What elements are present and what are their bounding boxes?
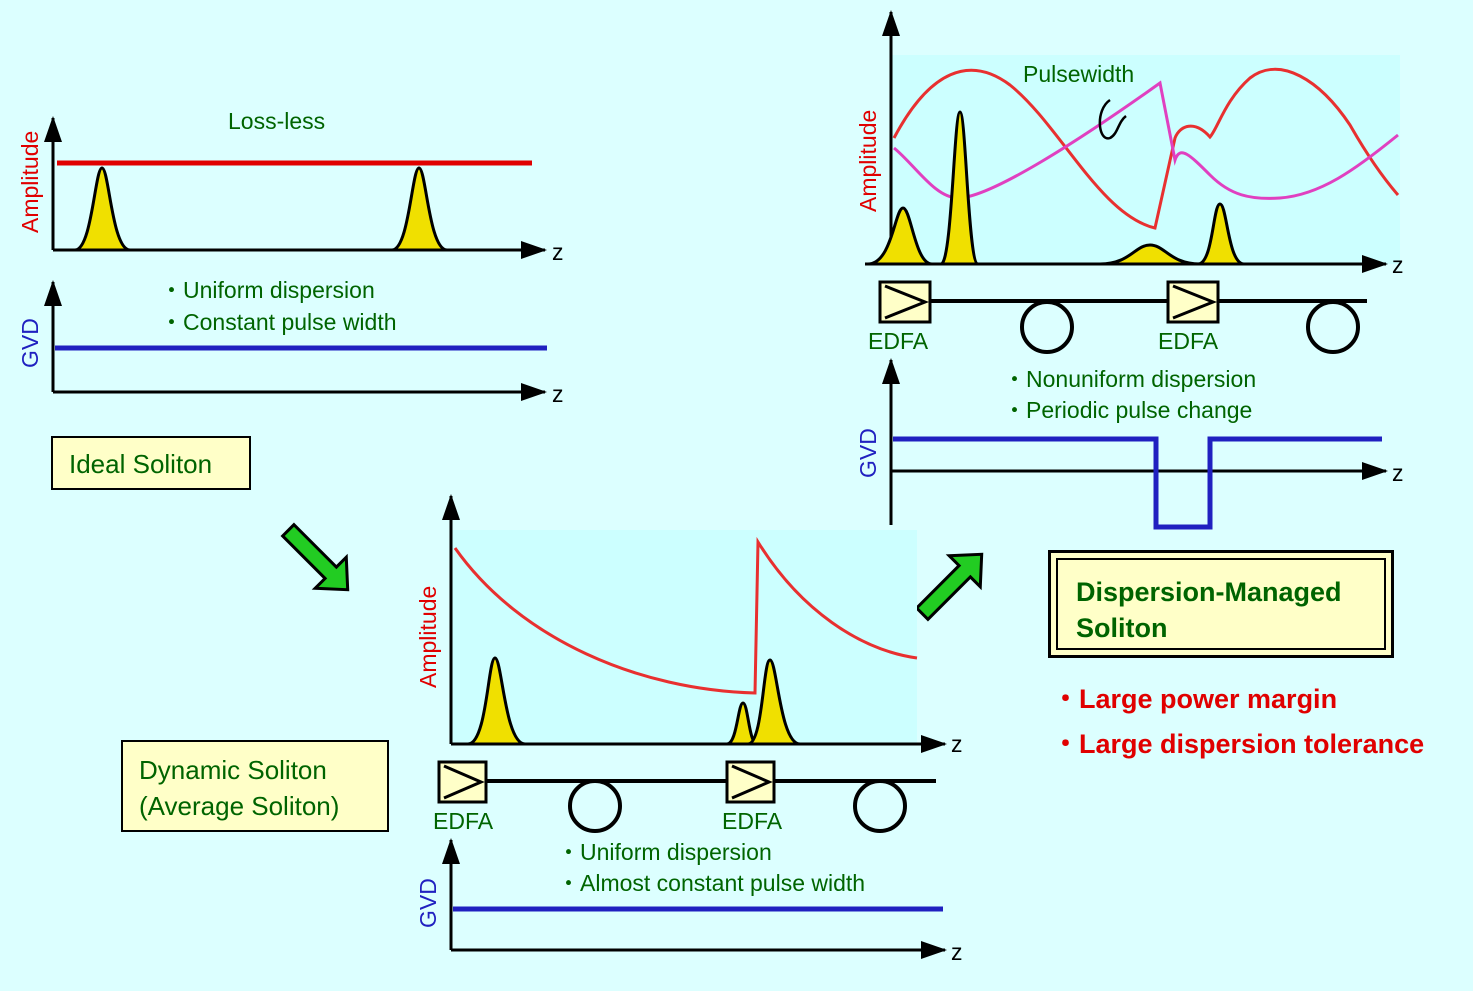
- dm-soliton-title: Dispersion-Managed: [1076, 577, 1342, 607]
- dm-z-label-2: z: [1392, 460, 1404, 486]
- ideal-gvd-panel: GVD ・Uniform dispersion ・Constant pulse …: [17, 277, 564, 407]
- dynamic-link: EDFA EDFA: [433, 760, 936, 834]
- dm-bullet-1: ・Nonuniform dispersion: [1003, 366, 1256, 392]
- dynamic-edfa-1-icon: [443, 764, 485, 800]
- dynamic-pulse-2: [747, 658, 801, 746]
- dynamic-amplitude-panel: Amplitude z: [415, 494, 963, 757]
- ideal-loss-label: Loss-less: [228, 108, 325, 134]
- dynamic-plot-bg: [452, 530, 917, 744]
- dm-fiber-coil-2: [1306, 300, 1360, 354]
- dm-pulse-1: [867, 206, 933, 266]
- ideal-soliton-box: Ideal Soliton: [51, 436, 251, 490]
- dm-amplitude-curve: [892, 67, 1400, 230]
- dynamic-soliton-subtitle: (Average Soliton): [139, 791, 340, 821]
- ideal-z-label-1: z: [552, 239, 564, 265]
- dm-fiber-coil-1: [1020, 300, 1074, 354]
- dm-soliton-title-2: Soliton: [1076, 613, 1168, 643]
- ideal-soliton-title: Ideal Soliton: [69, 449, 213, 479]
- ideal-bullet-1: ・Uniform dispersion: [160, 277, 375, 303]
- dynamic-fiber-coil-1: [568, 779, 622, 833]
- dynamic-gvd-panel: GVD ・Uniform dispersion ・Almost constant…: [415, 838, 963, 965]
- dm-pulse-broad: [1099, 243, 1201, 266]
- dynamic-bullet-2: ・Almost constant pulse width: [557, 870, 865, 896]
- ideal-pulse-1: [74, 166, 131, 252]
- arrow-to-dm: [914, 552, 984, 622]
- dm-advantage-1: ・Large power margin: [1052, 684, 1338, 714]
- arrow-to-dynamic: [280, 522, 350, 592]
- ideal-bullet-2: ・Constant pulse width: [160, 309, 397, 335]
- dm-pulsewidth-label: Pulsewidth: [1023, 61, 1134, 87]
- dynamic-pulse-1: [467, 656, 526, 746]
- dm-soliton-inner-box: Dispersion-Managed Soliton: [1056, 558, 1386, 650]
- dynamic-fiber-coil-2: [853, 779, 907, 833]
- dm-pulsewidth-pointer: [1098, 98, 1127, 140]
- dm-z-label-1: z: [1392, 252, 1404, 278]
- dm-pulse-peak: [939, 110, 980, 266]
- dm-edfa-1-icon: [884, 284, 930, 320]
- ideal-z-label-2: z: [552, 381, 564, 407]
- ideal-pulse-2: [391, 166, 448, 252]
- dm-edfa-2-icon: [1172, 284, 1218, 320]
- dm-advantage-2: ・Large dispersion tolerance: [1052, 729, 1425, 759]
- dynamic-edfa-label-1: EDFA: [433, 808, 494, 834]
- dynamic-z-label-1: z: [951, 731, 963, 757]
- dynamic-edfa-2-icon: [731, 764, 773, 800]
- ideal-amp-label: Amplitude: [17, 131, 43, 233]
- dm-pulse-2: [1197, 202, 1245, 266]
- dm-edfa-label-2: EDFA: [1158, 328, 1219, 354]
- dynamic-edfa-label-2: EDFA: [722, 808, 783, 834]
- dynamic-amplitude-curve: [453, 536, 918, 695]
- ideal-gvd-label: GVD: [17, 318, 43, 368]
- dm-edfa-label-1: EDFA: [868, 328, 929, 354]
- dm-gvd-label: GVD: [855, 428, 881, 478]
- dm-link: EDFA EDFA: [868, 280, 1367, 354]
- dynamic-amp-label: Amplitude: [415, 586, 441, 688]
- dm-soliton-box: Dispersion-Managed Soliton: [1048, 550, 1394, 658]
- dm-bullet-2: ・Periodic pulse change: [1003, 397, 1252, 423]
- dynamic-z-label-2: z: [951, 939, 963, 965]
- dynamic-soliton-box: Dynamic Soliton (Average Soliton): [121, 740, 389, 832]
- dm-gvd-panel: GVD ・Nonuniform dispersion ・Periodic pul…: [855, 358, 1404, 530]
- dynamic-bullet-1: ・Uniform dispersion: [557, 839, 772, 865]
- dm-plot-bg: [892, 55, 1400, 264]
- dm-amplitude-panel: Amplitude Pulsewidth z: [855, 10, 1404, 278]
- dm-amp-label: Amplitude: [855, 110, 881, 212]
- ideal-amplitude-panel: Amplitude Loss-less z: [17, 108, 564, 265]
- dynamic-gvd-label: GVD: [415, 878, 441, 928]
- dynamic-soliton-title: Dynamic Soliton: [139, 755, 327, 785]
- dm-gvd-line: [893, 436, 1382, 530]
